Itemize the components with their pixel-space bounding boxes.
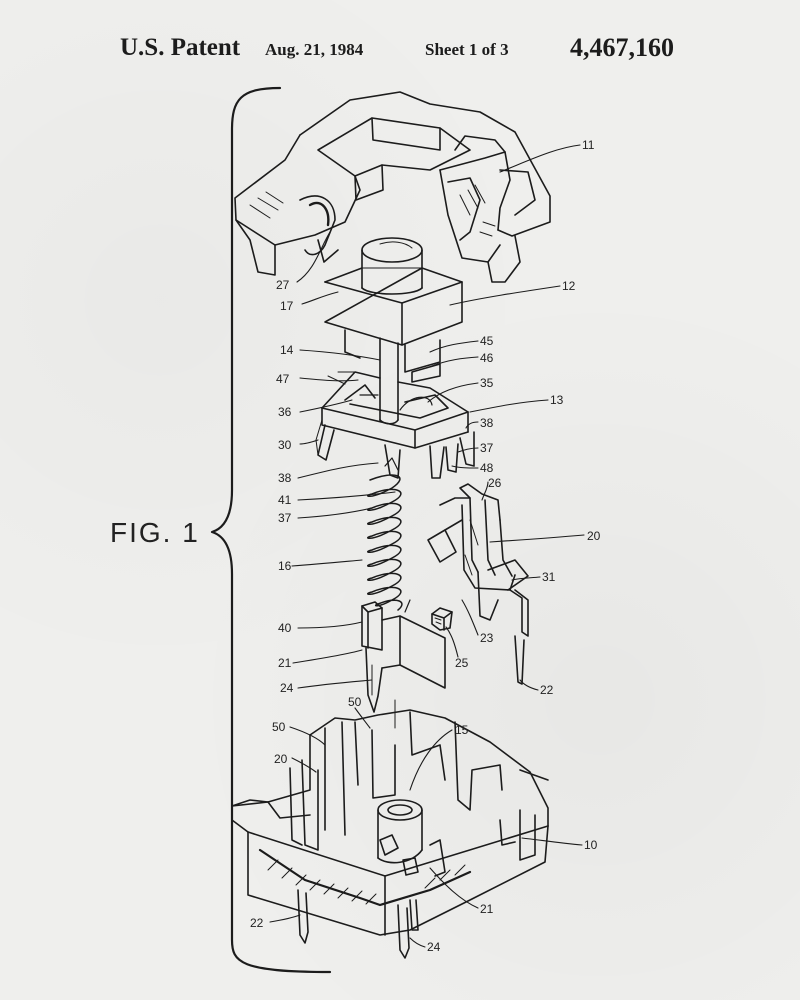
- ref-13: 13: [550, 393, 564, 407]
- ref-26: 26: [488, 476, 502, 490]
- ref-24-lower: 24: [427, 940, 441, 954]
- ref-20-upper: 20: [587, 529, 601, 543]
- ref-17: 17: [280, 299, 294, 313]
- reference-numerals: 11 27 17 12 14 45 46 47 35 36 13 30 38 3…: [250, 138, 601, 954]
- ref-21-lower: 21: [480, 902, 494, 916]
- ref-50-left: 50: [272, 720, 286, 734]
- ref-11: 11: [582, 138, 595, 152]
- actuator-block: [431, 607, 453, 631]
- ref-40: 40: [278, 621, 292, 635]
- patent-header: U.S. Patent Aug. 21, 1984 Sheet 1 of 3 4…: [0, 32, 800, 64]
- base-housing: [231, 699, 549, 959]
- ref-22-upper: 22: [540, 683, 554, 697]
- ref-21-upper: 21: [278, 656, 292, 670]
- ref-14: 14: [280, 343, 294, 357]
- ref-41: 41: [278, 493, 292, 507]
- plunger: [324, 237, 463, 425]
- figure-brace: [210, 86, 332, 974]
- patent-date: Aug. 21, 1984: [265, 40, 364, 59]
- ref-27: 27: [276, 278, 290, 292]
- ref-37-lower: 37: [278, 511, 292, 525]
- ref-10: 10: [584, 838, 598, 852]
- ref-15: 15: [455, 723, 469, 737]
- ref-48: 48: [480, 461, 494, 475]
- ref-30: 30: [278, 438, 292, 452]
- ref-35: 35: [480, 376, 494, 390]
- leader-lines: [269, 144, 585, 948]
- sheet-number: Sheet 1 of 3: [425, 40, 509, 59]
- ref-38-lower: 38: [278, 471, 292, 485]
- ref-37-upper: 37: [480, 441, 494, 455]
- ref-36: 36: [278, 405, 292, 419]
- figure-label: FIG. 1: [110, 517, 200, 548]
- ref-16: 16: [278, 559, 292, 573]
- patent-number: 4,467,160: [570, 33, 674, 62]
- ref-31: 31: [542, 570, 556, 584]
- ref-20-lower: 20: [274, 752, 288, 766]
- ref-50-top: 50: [348, 695, 362, 709]
- ref-23: 23: [480, 631, 494, 645]
- ref-24-upper: 24: [280, 681, 294, 695]
- ref-38-upper: 38: [480, 416, 494, 430]
- stationary-contact: [361, 601, 446, 713]
- ref-22-lower: 22: [250, 916, 264, 930]
- contact-leaf: [427, 483, 529, 685]
- center-frame: [315, 371, 475, 479]
- ref-47: 47: [276, 372, 290, 386]
- ref-12: 12: [562, 279, 576, 293]
- patent-label: U.S. Patent: [120, 34, 241, 61]
- ref-46: 46: [480, 351, 494, 365]
- top-housing: [234, 91, 551, 283]
- ref-25: 25: [455, 656, 469, 670]
- spring: [367, 457, 411, 613]
- ref-45: 45: [480, 334, 494, 348]
